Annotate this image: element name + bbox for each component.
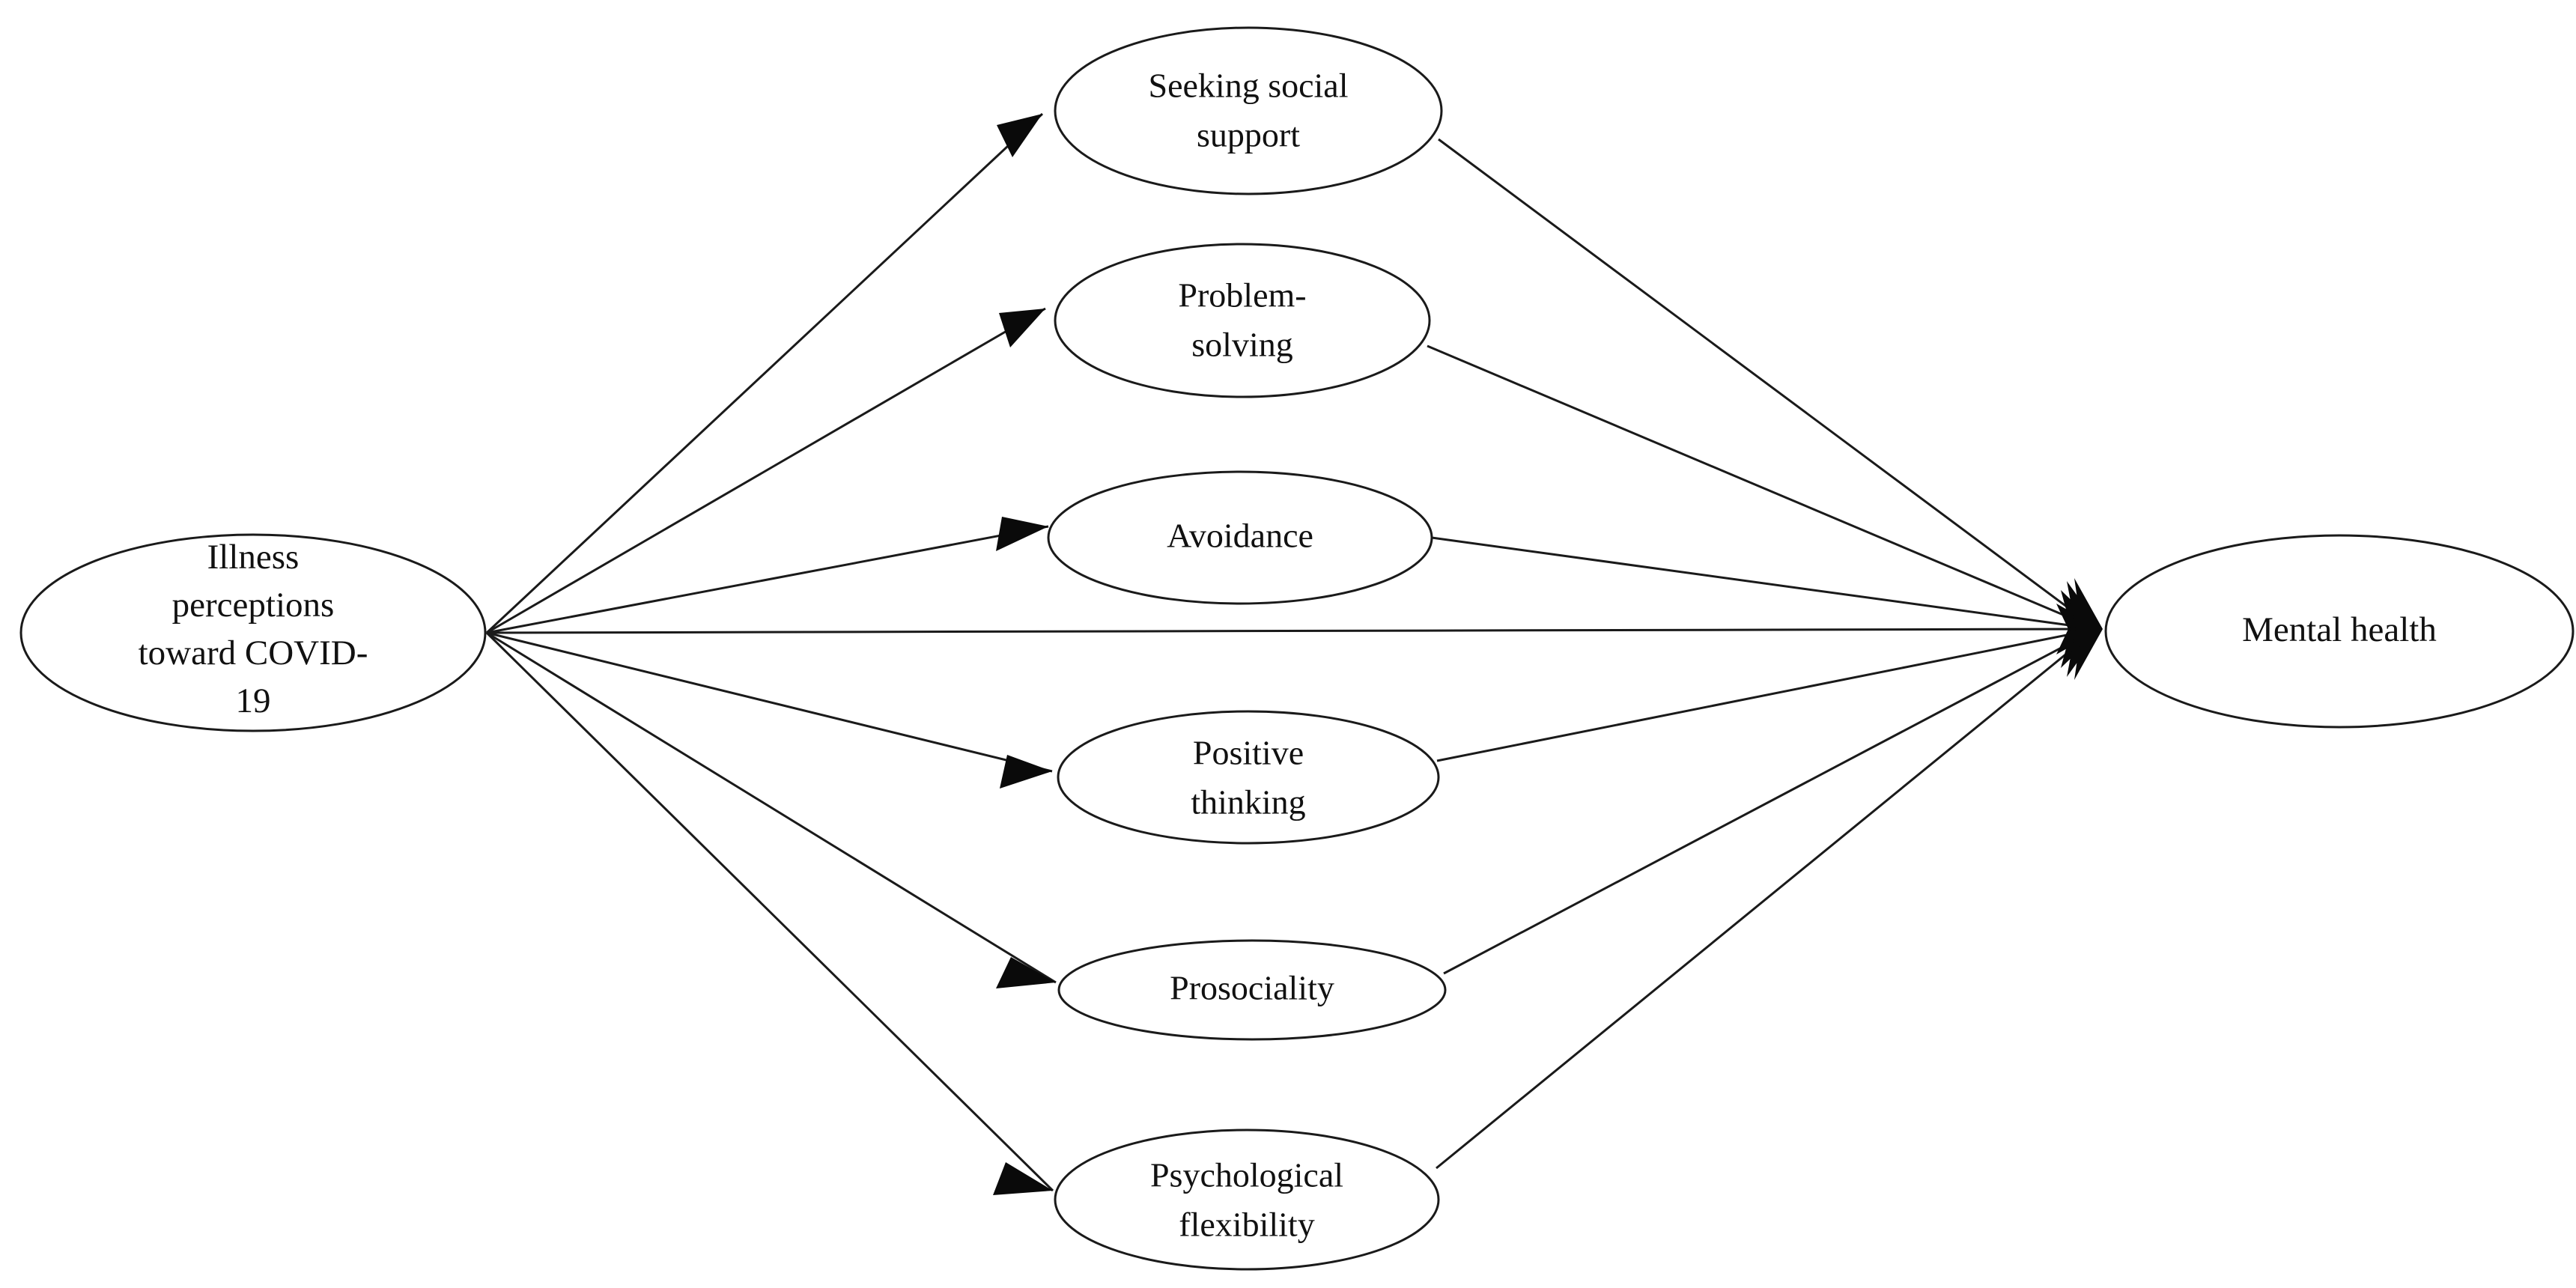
node-label: Prosociality	[1170, 969, 1334, 1007]
node-label: support	[1197, 116, 1300, 154]
edge-illness-to-avoidance[interactable]	[486, 517, 1049, 634]
node-shape	[1054, 243, 1431, 398]
edge-seeking-social-support-to-mental-health[interactable]	[1438, 138, 2097, 631]
node-label: Seeking social	[1149, 67, 1349, 105]
edge-avoidance-to-mental-health[interactable]	[1431, 536, 2097, 631]
node-shape	[1057, 939, 1447, 1041]
node-shape	[19, 533, 487, 732]
node-label: 19	[236, 681, 271, 720]
arrowhead-icon	[993, 1162, 1053, 1195]
node-label: Illness	[207, 538, 300, 577]
edge-prosociality-to-mental-health[interactable]	[1443, 628, 2097, 975]
node-label: Psychological	[1150, 1156, 1343, 1194]
node-positive-thinking[interactable]: Positive thinking	[1057, 710, 1440, 845]
node-mental-health[interactable]: Mental health	[2104, 534, 2575, 729]
arrowhead-icon	[999, 309, 1045, 347]
node-prosociality[interactable]: Prosociality	[1057, 939, 1447, 1041]
edge-psychological-flexibility-to-mental-health[interactable]	[1436, 628, 2097, 1170]
node-shape	[1054, 1128, 1440, 1271]
node-shape	[2104, 534, 2575, 729]
edges-predictor-to-mediators	[485, 112, 1057, 1195]
node-illness-perceptions[interactable]: Illness perceptions toward COVID- 19	[19, 533, 487, 732]
edge-line	[486, 631, 1057, 984]
edge-problem-solving-to-mental-health[interactable]	[1427, 344, 2097, 631]
node-label: Mental health	[2242, 610, 2437, 649]
arrowhead-icon	[997, 114, 1042, 157]
node-label: Positive	[1193, 734, 1304, 772]
node-label: thinking	[1191, 783, 1305, 821]
node-shape	[1047, 470, 1433, 605]
arrowhead-icon	[1000, 755, 1052, 789]
node-label: perceptions	[172, 586, 335, 625]
node-label: toward COVID-	[139, 634, 368, 672]
edge-line	[486, 631, 1053, 773]
edge-illness-to-seeking-social-support[interactable]	[485, 112, 1044, 634]
edge-illness-to-mental-health-direct[interactable]	[486, 628, 2097, 634]
arrowhead-cluster-mental-health	[2056, 578, 2103, 680]
arrowhead-icon	[996, 517, 1048, 551]
edge-illness-to-positive-thinking[interactable]	[486, 631, 1053, 789]
arrowhead-icon	[2074, 578, 2103, 680]
node-shape	[1057, 710, 1440, 845]
node-shape	[1054, 26, 1443, 195]
node-label: flexibility	[1179, 1206, 1314, 1244]
node-seeking-social-support[interactable]: Seeking social support	[1054, 26, 1443, 195]
edge-illness-to-prosociality[interactable]	[486, 631, 1057, 988]
edge-line	[486, 525, 1049, 634]
edge-illness-to-problem-solving[interactable]	[486, 307, 1046, 634]
node-label: solving	[1191, 326, 1292, 364]
node-problem-solving[interactable]: Problem- solving	[1054, 243, 1431, 398]
arrowhead-icon	[996, 957, 1056, 988]
edge-line	[486, 307, 1046, 634]
edge-illness-to-psychological-flexibility[interactable]	[485, 631, 1054, 1195]
node-psychological-flexibility[interactable]: Psychological flexibility	[1054, 1128, 1440, 1271]
edges-mediators-to-outcome	[1427, 138, 2097, 1170]
node-label: Problem-	[1178, 276, 1306, 315]
edge-line	[485, 112, 1044, 634]
edge-line	[485, 631, 1054, 1192]
node-label: Avoidance	[1167, 517, 1313, 555]
edge-positive-thinking-to-mental-health[interactable]	[1436, 628, 2097, 762]
node-avoidance[interactable]: Avoidance	[1047, 470, 1433, 605]
